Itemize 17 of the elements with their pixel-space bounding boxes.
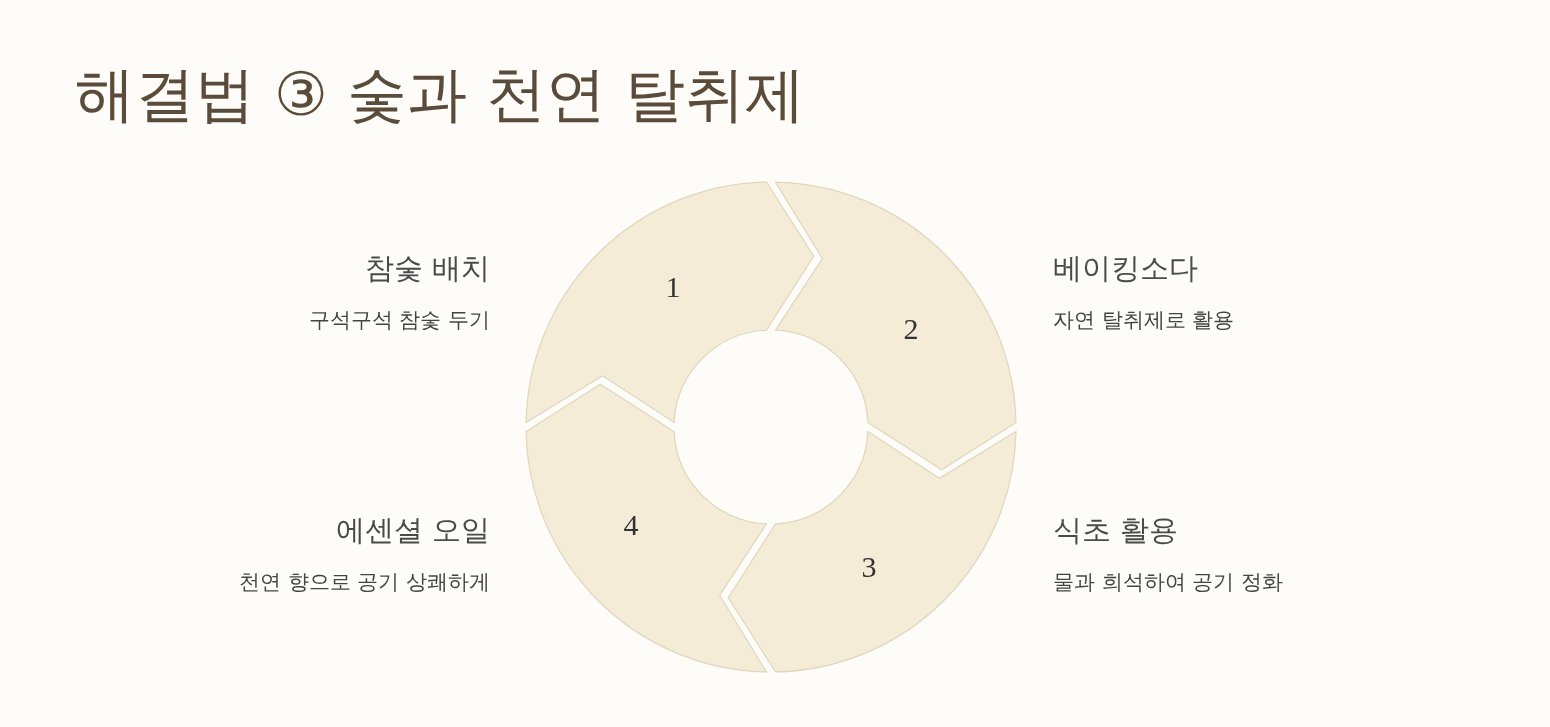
- arrow-segment: [727, 430, 1017, 673]
- step-number: 1: [665, 269, 681, 304]
- step-number: 3: [861, 550, 877, 585]
- step-title: 에센셜 오일: [335, 512, 490, 548]
- title: 해결법 ③ 숯과 천연 탈취제: [75, 58, 806, 130]
- step-number: 2: [903, 311, 919, 346]
- step-description: 물과 희석하여 공기 정화: [1053, 569, 1284, 596]
- step-title: 참숯 배치: [364, 250, 490, 286]
- step-title: 베이킹소다: [1053, 250, 1198, 286]
- arrow-segment: [774, 181, 1017, 471]
- step-title: 식초 활용: [1053, 512, 1179, 548]
- step-number: 4: [623, 508, 639, 543]
- step-description: 자연 탈취제로 활용: [1053, 307, 1235, 334]
- step-description: 구석구석 참숯 두기: [308, 307, 490, 334]
- step-description: 천연 향으로 공기 상쾌하게: [238, 569, 490, 596]
- arrow-segment: [525, 383, 768, 673]
- arrow-segment: [525, 181, 815, 424]
